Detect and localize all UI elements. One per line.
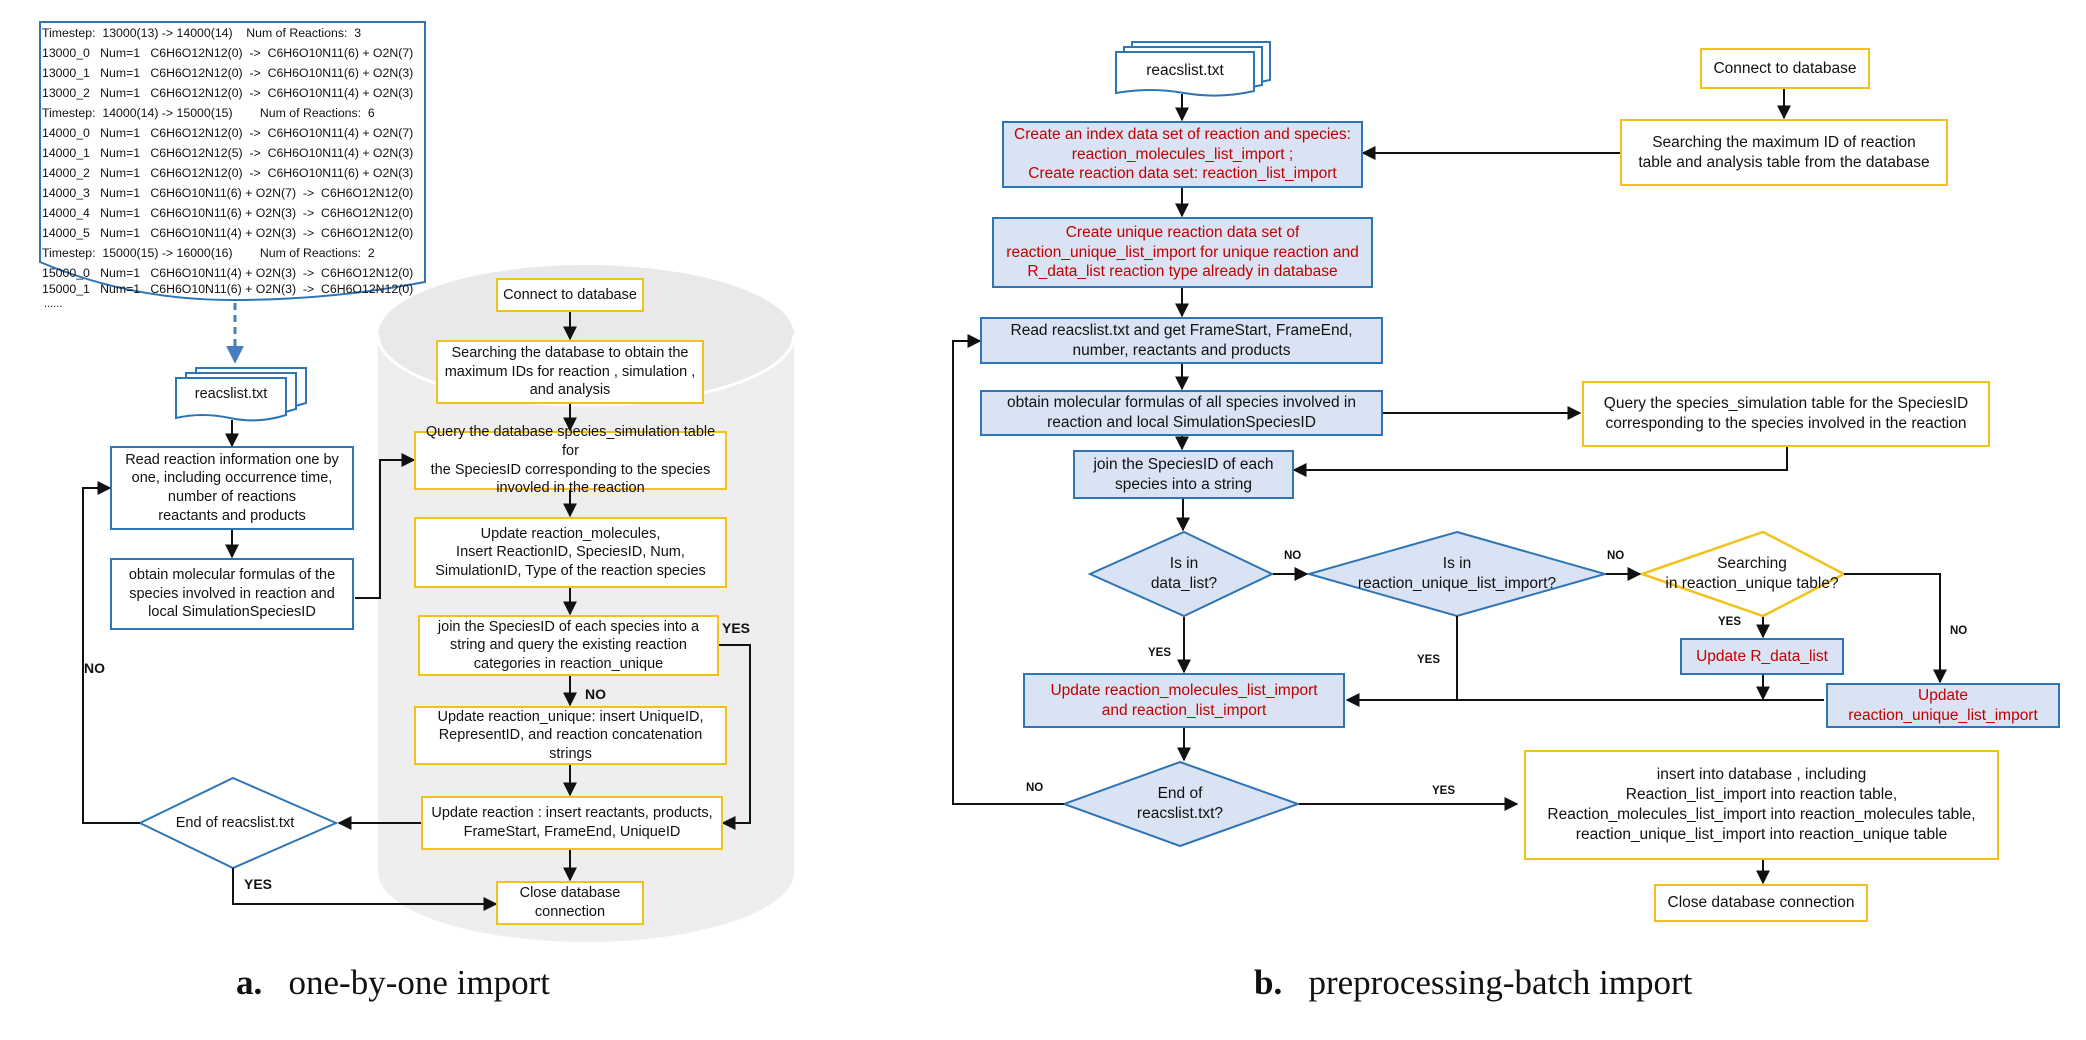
log-line: 14000_1 Num=1 C6H6O12N12(5) -> C6H6O10N1… [42, 146, 414, 160]
update-reaction-a: Update reaction : insert reactants, prod… [421, 796, 723, 850]
log-line: 13000_0 Num=1 C6H6O12N12(0) -> C6H6O10N1… [42, 46, 414, 60]
query-species-simulation-a: Query the database species_simulation ta… [414, 424, 727, 496]
label-no-end: NO [1026, 782, 1044, 794]
update-reaction-unique-a: Update reaction_unique: insert UniqueID,… [414, 706, 727, 765]
update-molecules-list: Update reaction_molecules_list_import an… [1023, 673, 1345, 728]
log-line: 15000_0 Num=1 C6H6O10N11(4) + O2N(3) -> … [42, 266, 414, 280]
label-yes-a-bottom: YES [244, 876, 273, 892]
caption-a-text: one-by-one import [288, 963, 550, 1002]
decision-end-b-shape [1061, 760, 1301, 848]
label-yes-a-right: YES [722, 620, 751, 636]
obtain-formulas-b: obtain molecular formulas of all species… [980, 390, 1383, 436]
join-species-string-b: join the SpeciesID of each species into … [1073, 450, 1294, 499]
update-unique-list: Update reaction_unique_list_import [1826, 683, 2060, 728]
decision-data-list: Is in data_list? [1150, 554, 1218, 592]
close-connection-a: Close database connection [496, 881, 644, 925]
log-line: Timestep: 15000(15) -> 16000(16) Num of … [42, 246, 375, 260]
decision-data-list-shape [1087, 530, 1275, 618]
log-line: 13000_2 Num=1 C6H6O12N12(0) -> C6H6O10N1… [42, 86, 414, 100]
create-unique-dataset: Create unique reaction data set of react… [992, 217, 1373, 288]
file-reacslist-a: reacslist.txt [194, 385, 268, 402]
caption-b-text: preprocessing-batch import [1308, 963, 1693, 1002]
file-stack-a [175, 367, 307, 422]
label-no-a-mid: NO [585, 686, 606, 702]
caption-a-letter: a. [236, 963, 263, 1002]
connectors-b [952, 89, 1947, 885]
search-max-id-b: Searching the maximum ID of reaction tab… [1620, 119, 1948, 186]
log-document-shape [39, 21, 426, 302]
connect-database-b: Connect to database [1700, 48, 1870, 89]
read-reacslist-b: Read reacslist.txt and get FrameStart, F… [980, 317, 1383, 364]
read-reaction-info-box: Read reaction information one by one, in… [110, 446, 354, 530]
file-stack-b [1115, 41, 1271, 97]
join-query-unique-a: join the SpeciesID of each species into … [418, 615, 719, 676]
log-line: 14000_2 Num=1 C6H6O12N12(0) -> C6H6O10N1… [42, 166, 414, 180]
caption-b: b. preprocessing-batch import [1254, 963, 1692, 1003]
log-line: 15000_1 Num=1 C6H6O10N11(6) + O2N(3) -> … [42, 282, 414, 296]
log-line: 14000_3 Num=1 C6H6O10N11(6) + O2N(7) -> … [42, 186, 414, 200]
caption-b-letter: b. [1254, 963, 1283, 1002]
create-index-dataset: Create an index data set of reaction and… [1002, 121, 1363, 188]
label-yes-end: YES [1432, 785, 1456, 797]
connectors-a [82, 312, 751, 911]
connect-database-a: Connect to database [496, 278, 644, 312]
close-connection-b: Close database connection [1654, 884, 1868, 922]
log-line: 13000_1 Num=1 C6H6O12N12(0) -> C6H6O10N1… [42, 66, 414, 80]
decision-end-b: End of reacslist.txt? [1136, 784, 1224, 822]
log-ellipsis: ...... [44, 298, 63, 310]
caption-a: a. one-by-one import [236, 963, 550, 1003]
decision-search-unique: Searching in reaction_unique table? [1665, 554, 1839, 592]
decision-end-a: End of reacslist.txt [175, 814, 295, 831]
label-yes-1: YES [1148, 647, 1172, 659]
decision-search-unique-shape [1638, 530, 1847, 618]
label-no-3: NO [1950, 625, 1968, 637]
log-line: Timestep: 13000(13) -> 14000(14) Num of … [42, 26, 362, 40]
decision-unique-list: Is in reaction_unique_list_import? [1357, 554, 1557, 592]
insert-into-database: insert into database , including Reactio… [1524, 750, 1999, 860]
label-yes-2: YES [1417, 654, 1441, 666]
label-no-2: NO [1607, 550, 1625, 562]
update-reaction-molecules-a: Update reaction_molecules, Insert Reacti… [414, 517, 727, 588]
label-yes-3: YES [1718, 616, 1742, 628]
query-species-simulation-b: Query the species_simulation table for t… [1582, 381, 1990, 447]
update-r-data-list: Update R_data_list [1680, 638, 1844, 675]
obtain-formulas-box-a: obtain molecular formulas of the species… [110, 558, 354, 630]
label-no-a-left: NO [84, 660, 105, 676]
search-max-ids-a: Searching the database to obtain the max… [436, 340, 704, 404]
label-no-1: NO [1284, 550, 1302, 562]
log-line: Timestep: 14000(14) -> 15000(15) Num of … [42, 106, 375, 120]
log-line: 14000_4 Num=1 C6H6O10N11(6) + O2N(3) -> … [42, 206, 414, 220]
file-reacslist-b: reacslist.txt [1146, 61, 1224, 79]
log-line: 14000_0 Num=1 C6H6O12N12(0) -> C6H6O10N1… [42, 126, 414, 140]
log-line: 14000_5 Num=1 C6H6O10N11(4) + O2N(3) -> … [42, 226, 414, 240]
